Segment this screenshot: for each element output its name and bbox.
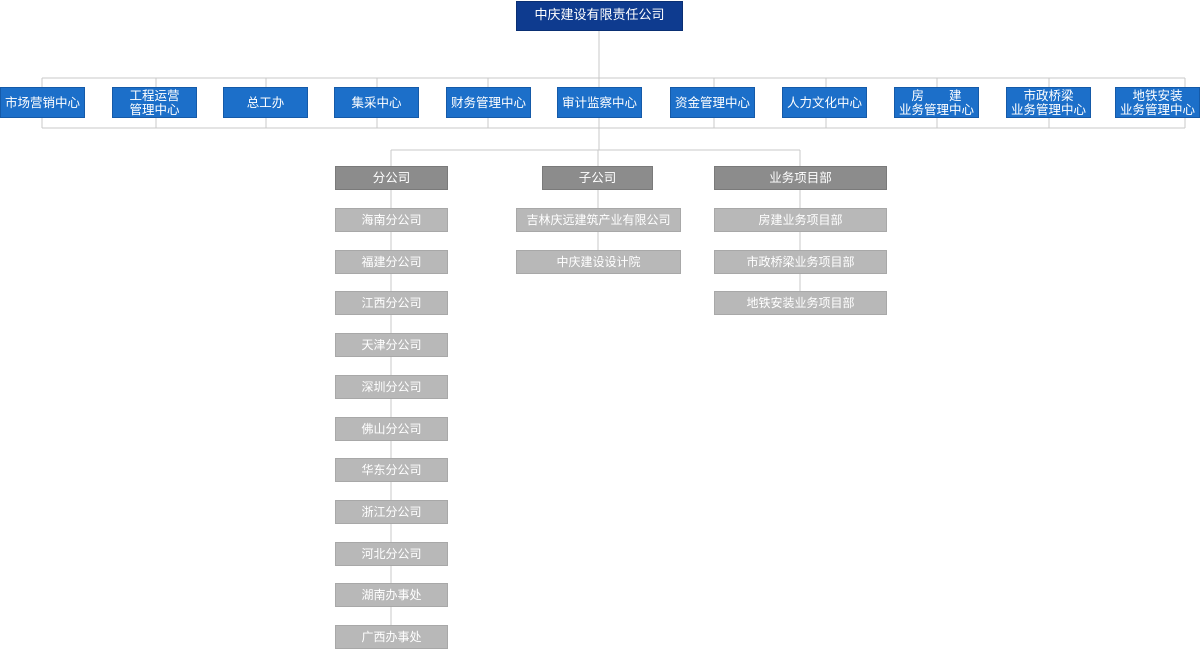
group-subsidiaries-header: 子公司 (542, 166, 653, 190)
group-project-depts-item-label: 地铁安装业务项目部 (746, 296, 855, 310)
group-branches-item: 广西办事处 (335, 625, 448, 649)
group-branches-item-label: 华东分公司 (361, 463, 422, 477)
dept-municipal-bridge: 市政桥梁 业务管理中心 (1006, 87, 1091, 118)
group-subsidiaries-item-label: 中庆建设设计院 (556, 255, 641, 269)
group-branches-header: 分公司 (335, 166, 448, 190)
group-branches-item-label: 佛山分公司 (361, 422, 422, 436)
dept-chief-engineer-label: 总工办 (246, 94, 285, 110)
dept-building-label: 房 建 业务管理中心 (898, 87, 974, 117)
dept-metro-install: 地铁安装 业务管理中心 (1115, 87, 1200, 118)
group-branches-item-label: 江西分公司 (361, 296, 422, 310)
group-branches-item-label: 天津分公司 (361, 338, 422, 352)
dept-treasury-label: 资金管理中心 (674, 94, 750, 110)
group-branches-item-label: 湖南办事处 (361, 588, 422, 602)
group-branches-item-label: 广西办事处 (361, 630, 422, 644)
dept-hr-culture: 人力文化中心 (782, 87, 867, 118)
group-branches-item-label: 浙江分公司 (361, 505, 422, 519)
group-branches-item-label: 海南分公司 (361, 213, 422, 227)
dept-finance-label: 财务管理中心 (450, 94, 526, 110)
group-branches-header-label: 分公司 (372, 170, 411, 185)
group-branches-item: 深圳分公司 (335, 375, 448, 399)
dept-procurement-label: 集采中心 (351, 94, 402, 110)
group-branches-item-label: 深圳分公司 (361, 380, 422, 394)
dept-procurement: 集采中心 (334, 87, 419, 118)
group-branches-item-label: 河北分公司 (361, 547, 422, 561)
dept-audit-label: 审计监察中心 (561, 94, 637, 110)
group-branches-item: 河北分公司 (335, 542, 448, 566)
group-project-depts-item: 市政桥梁业务项目部 (714, 250, 887, 274)
group-project-depts-item-label: 房建业务项目部 (758, 213, 843, 227)
dept-marketing: 市场营销中心 (0, 87, 85, 118)
group-branches-item: 浙江分公司 (335, 500, 448, 524)
group-project-depts-item: 房建业务项目部 (714, 208, 887, 232)
group-branches-item: 天津分公司 (335, 333, 448, 357)
group-branches-item: 江西分公司 (335, 291, 448, 315)
group-subsidiaries-item: 吉林庆远建筑产业有限公司 (516, 208, 681, 232)
group-project-depts-item-label: 市政桥梁业务项目部 (746, 255, 855, 269)
dept-finance: 财务管理中心 (446, 87, 531, 118)
dept-hr-culture-label: 人力文化中心 (786, 94, 862, 110)
root-node-company: 中庆建设有限责任公司 (516, 1, 683, 31)
dept-building: 房 建 业务管理中心 (894, 87, 979, 118)
group-branches-item: 湖南办事处 (335, 583, 448, 607)
group-branches-item-label: 福建分公司 (361, 255, 422, 269)
dept-engineering-ops-label: 工程运营 管理中心 (129, 87, 180, 117)
group-branches-item: 佛山分公司 (335, 417, 448, 441)
group-subsidiaries-item: 中庆建设设计院 (516, 250, 681, 274)
dept-municipal-bridge-label: 市政桥梁 业务管理中心 (1010, 87, 1086, 117)
group-project-depts-header-label: 业务项目部 (769, 170, 832, 185)
group-branches-item: 华东分公司 (335, 458, 448, 482)
dept-metro-install-label: 地铁安装 业务管理中心 (1119, 87, 1195, 117)
dept-audit: 审计监察中心 (557, 87, 642, 118)
group-branches-item: 福建分公司 (335, 250, 448, 274)
group-project-depts-header: 业务项目部 (714, 166, 887, 190)
dept-marketing-label: 市场营销中心 (4, 94, 80, 110)
dept-chief-engineer: 总工办 (223, 87, 308, 118)
group-project-depts-item: 地铁安装业务项目部 (714, 291, 887, 315)
group-branches-item: 海南分公司 (335, 208, 448, 232)
dept-engineering-ops: 工程运营 管理中心 (112, 87, 197, 118)
group-subsidiaries-item-label: 吉林庆远建筑产业有限公司 (526, 213, 671, 227)
dept-treasury: 资金管理中心 (670, 87, 755, 118)
root-node-label: 中庆建设有限责任公司 (534, 8, 665, 23)
group-subsidiaries-header-label: 子公司 (578, 170, 617, 185)
